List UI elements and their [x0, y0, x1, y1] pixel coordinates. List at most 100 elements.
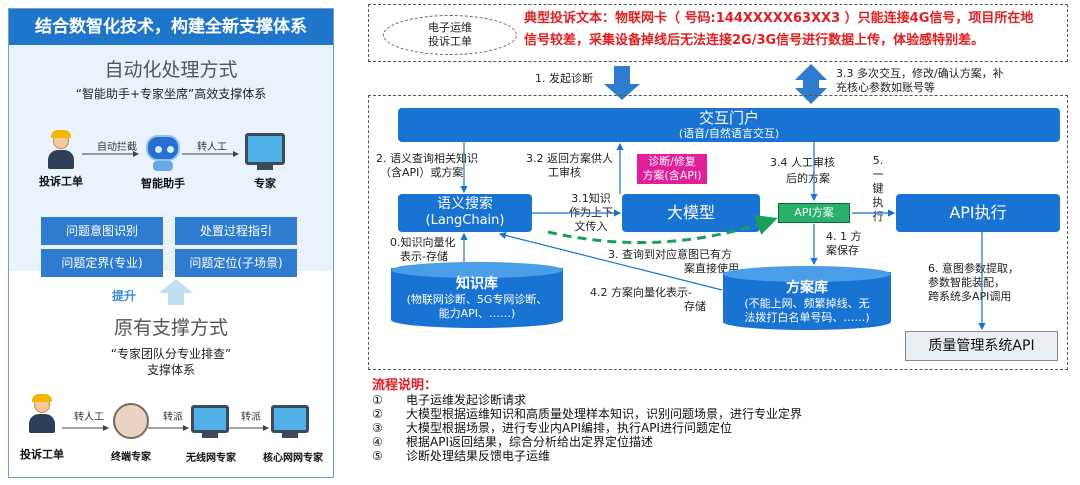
problem-location-box: 问题定位(子场景) [175, 249, 297, 277]
auto-intercept-label: 自动拦截 [97, 142, 137, 153]
headset-agent-icon [113, 403, 149, 439]
semantic-search-box: 语义搜索 (LangChain) [398, 194, 532, 232]
core-expert-icon [271, 405, 309, 438]
step0-line2: 表示-存储 [400, 250, 448, 263]
quality-api-box: 质量管理系统API [905, 331, 1058, 361]
robot-icon [143, 135, 183, 171]
repair-plan-box: 诊断/修复 方案(含API) [637, 154, 707, 184]
step41-line2: 案保存 [826, 244, 859, 257]
semantic-title: 语义搜索 [437, 196, 493, 212]
complaint-text: 典型投诉文本：物联网卡（ 号码:144XXXXX63XX3 ）只能连接4G信号，… [524, 8, 1062, 52]
complaint-line2: 信号较差，采集设备掉线后无法连接2G/3G信号进行数据上传，体验感特别差。 [524, 33, 985, 48]
top-request-frame [368, 4, 1068, 62]
repair-line2: 方案(含API) [642, 169, 702, 182]
left-panel: 结合数智化技术，构建全新支撑体系 自动化处理方式 “智能助手+专家坐席”高效支撑… [8, 8, 334, 478]
worker-icon [27, 394, 57, 433]
kb-desc: (物联网诊断、5G专网诊断、 能力API、……) [391, 293, 563, 321]
step0-line1: 0.知识向量化 [390, 236, 456, 249]
plan-line: 法拨打白名单号码、……) [744, 311, 870, 324]
portal-title: 交互门户 [698, 109, 759, 127]
semantic-sub: (LangChain) [425, 213, 505, 228]
step34-line2: 后的方案 [786, 172, 830, 185]
plan-line: (不能上网、频繁掉线、无 [744, 297, 870, 310]
transfer-label: 转派 [241, 412, 261, 423]
step42-line1: 4.2 方案向量化表示- [590, 286, 692, 299]
step5-char: 键 [872, 182, 884, 195]
step5-char: 一 [872, 168, 884, 181]
step5-char: 行 [872, 210, 884, 223]
boost-arrow-icon [159, 279, 193, 305]
boost-label: 提升 [112, 289, 137, 303]
step2-line2: （含API）或方案 [380, 166, 464, 179]
step6-line2: 参数智能装配， [928, 276, 1005, 289]
step6-line3: 跨系统多API调用 [928, 290, 1012, 303]
step33-line1: 3.3 多次交互，修改/确认方案，补 [836, 67, 1004, 80]
step5-char: 5. [872, 154, 884, 167]
step5-char: 执 [872, 196, 884, 209]
step1-label: 1. 发起诊断 [535, 72, 593, 85]
api-plan-box: API方案 [778, 203, 850, 223]
automated-title: 自动化处理方式 [104, 59, 238, 81]
terminal-expert-label: 终端专家 [111, 452, 151, 463]
complaint-ticket-label: 投诉工单 [20, 448, 64, 461]
step5-label: 5. 一 键 执 行 [870, 154, 886, 224]
worker-icon [46, 130, 76, 169]
process-guide-box: 处置过程指引 [175, 217, 297, 245]
complaint-line1: 典型投诉文本：物联网卡（ 号码:144XXXXX63XX3 ）只能连接4G信号，… [524, 11, 1034, 26]
step42-line2: 存储 [684, 300, 706, 313]
step2-line1: 2. 语义查询相关知识 [376, 152, 478, 165]
original-subtitle-line1: “专家团队分专业排查” [110, 347, 232, 361]
to-human-label: 转人工 [74, 412, 104, 423]
repair-line1: 诊断/修复 [648, 155, 696, 168]
wireless-expert-label: 无线网专家 [186, 453, 236, 464]
plan-title: 方案库 [786, 280, 828, 296]
complaint-ticket-label: 投诉工单 [39, 175, 83, 188]
kb-line: 能力API、……) [438, 307, 516, 320]
automated-subtitle: “智能助手+专家坐席”高效支撑体系 [75, 87, 267, 101]
plan-bottom [723, 314, 891, 330]
plan-top [723, 266, 891, 282]
core-expert-label: 核心网网专家 [263, 453, 323, 464]
llm-box: 大模型 [622, 194, 760, 232]
step32-line2: 工审核 [548, 166, 581, 179]
step31-line: 作为上下 [569, 206, 613, 219]
step6-line1: 6. 意图参数提取， [928, 262, 1019, 275]
to-human-label: 转人工 [197, 142, 227, 153]
portal-subtitle: (语音/自然语言交互) [678, 127, 780, 140]
step31-line: 3.1知识 [571, 192, 611, 205]
step33-line2: 充核心参数如账号等 [836, 81, 935, 94]
api-exec-box: API执行 [896, 194, 1060, 232]
kb-bottom [391, 312, 563, 328]
intent-recognition-box: 问题意图识别 [41, 217, 163, 245]
flow-title: 流程说明： [372, 378, 438, 393]
automated-section: 自动化处理方式 “智能助手+专家坐席”高效支撑体系 投诉工单 自动拦截 智能助手… [9, 45, 333, 277]
main-process-frame [368, 95, 1068, 370]
ticket-line1: 电子运维 [428, 21, 472, 34]
expert-monitor-icon [245, 133, 285, 170]
interaction-portal-box: 交互门户 (语音/自然语言交互) [398, 108, 1060, 142]
original-subtitle-line2: 支撑体系 [146, 363, 195, 377]
step34-line1: 3.4 人工审核 [770, 156, 835, 169]
step3-line1: 3. 查询到对应意图已有方 [608, 248, 732, 261]
step32-line1: 3.2 返回方案供人 [526, 152, 613, 165]
plan-desc: (不能上网、频繁掉线、无 法拨打白名单号码、……) [723, 297, 891, 325]
wireless-expert-icon [191, 405, 229, 438]
left-panel-title: 结合数智化技术，构建全新支撑体系 [9, 9, 333, 45]
kb-title: 知识库 [456, 276, 498, 292]
kb-line: (物联网诊断、5G专网诊断、 [406, 293, 548, 306]
ticket-line2: 投诉工单 [428, 35, 472, 48]
transfer-label: 转派 [163, 412, 183, 423]
step31-label: 3.1知识 作为上下 文传入 [564, 192, 618, 234]
expert-label: 专家 [254, 177, 276, 190]
problem-boundary-box: 问题定界(专业) [41, 249, 163, 277]
step41-line1: 4. 1 方 [826, 230, 862, 243]
ticket-oval: 电子运维 投诉工单 [383, 15, 517, 55]
smart-assistant-label: 智能助手 [141, 177, 185, 190]
step31-line: 文传入 [574, 220, 608, 233]
